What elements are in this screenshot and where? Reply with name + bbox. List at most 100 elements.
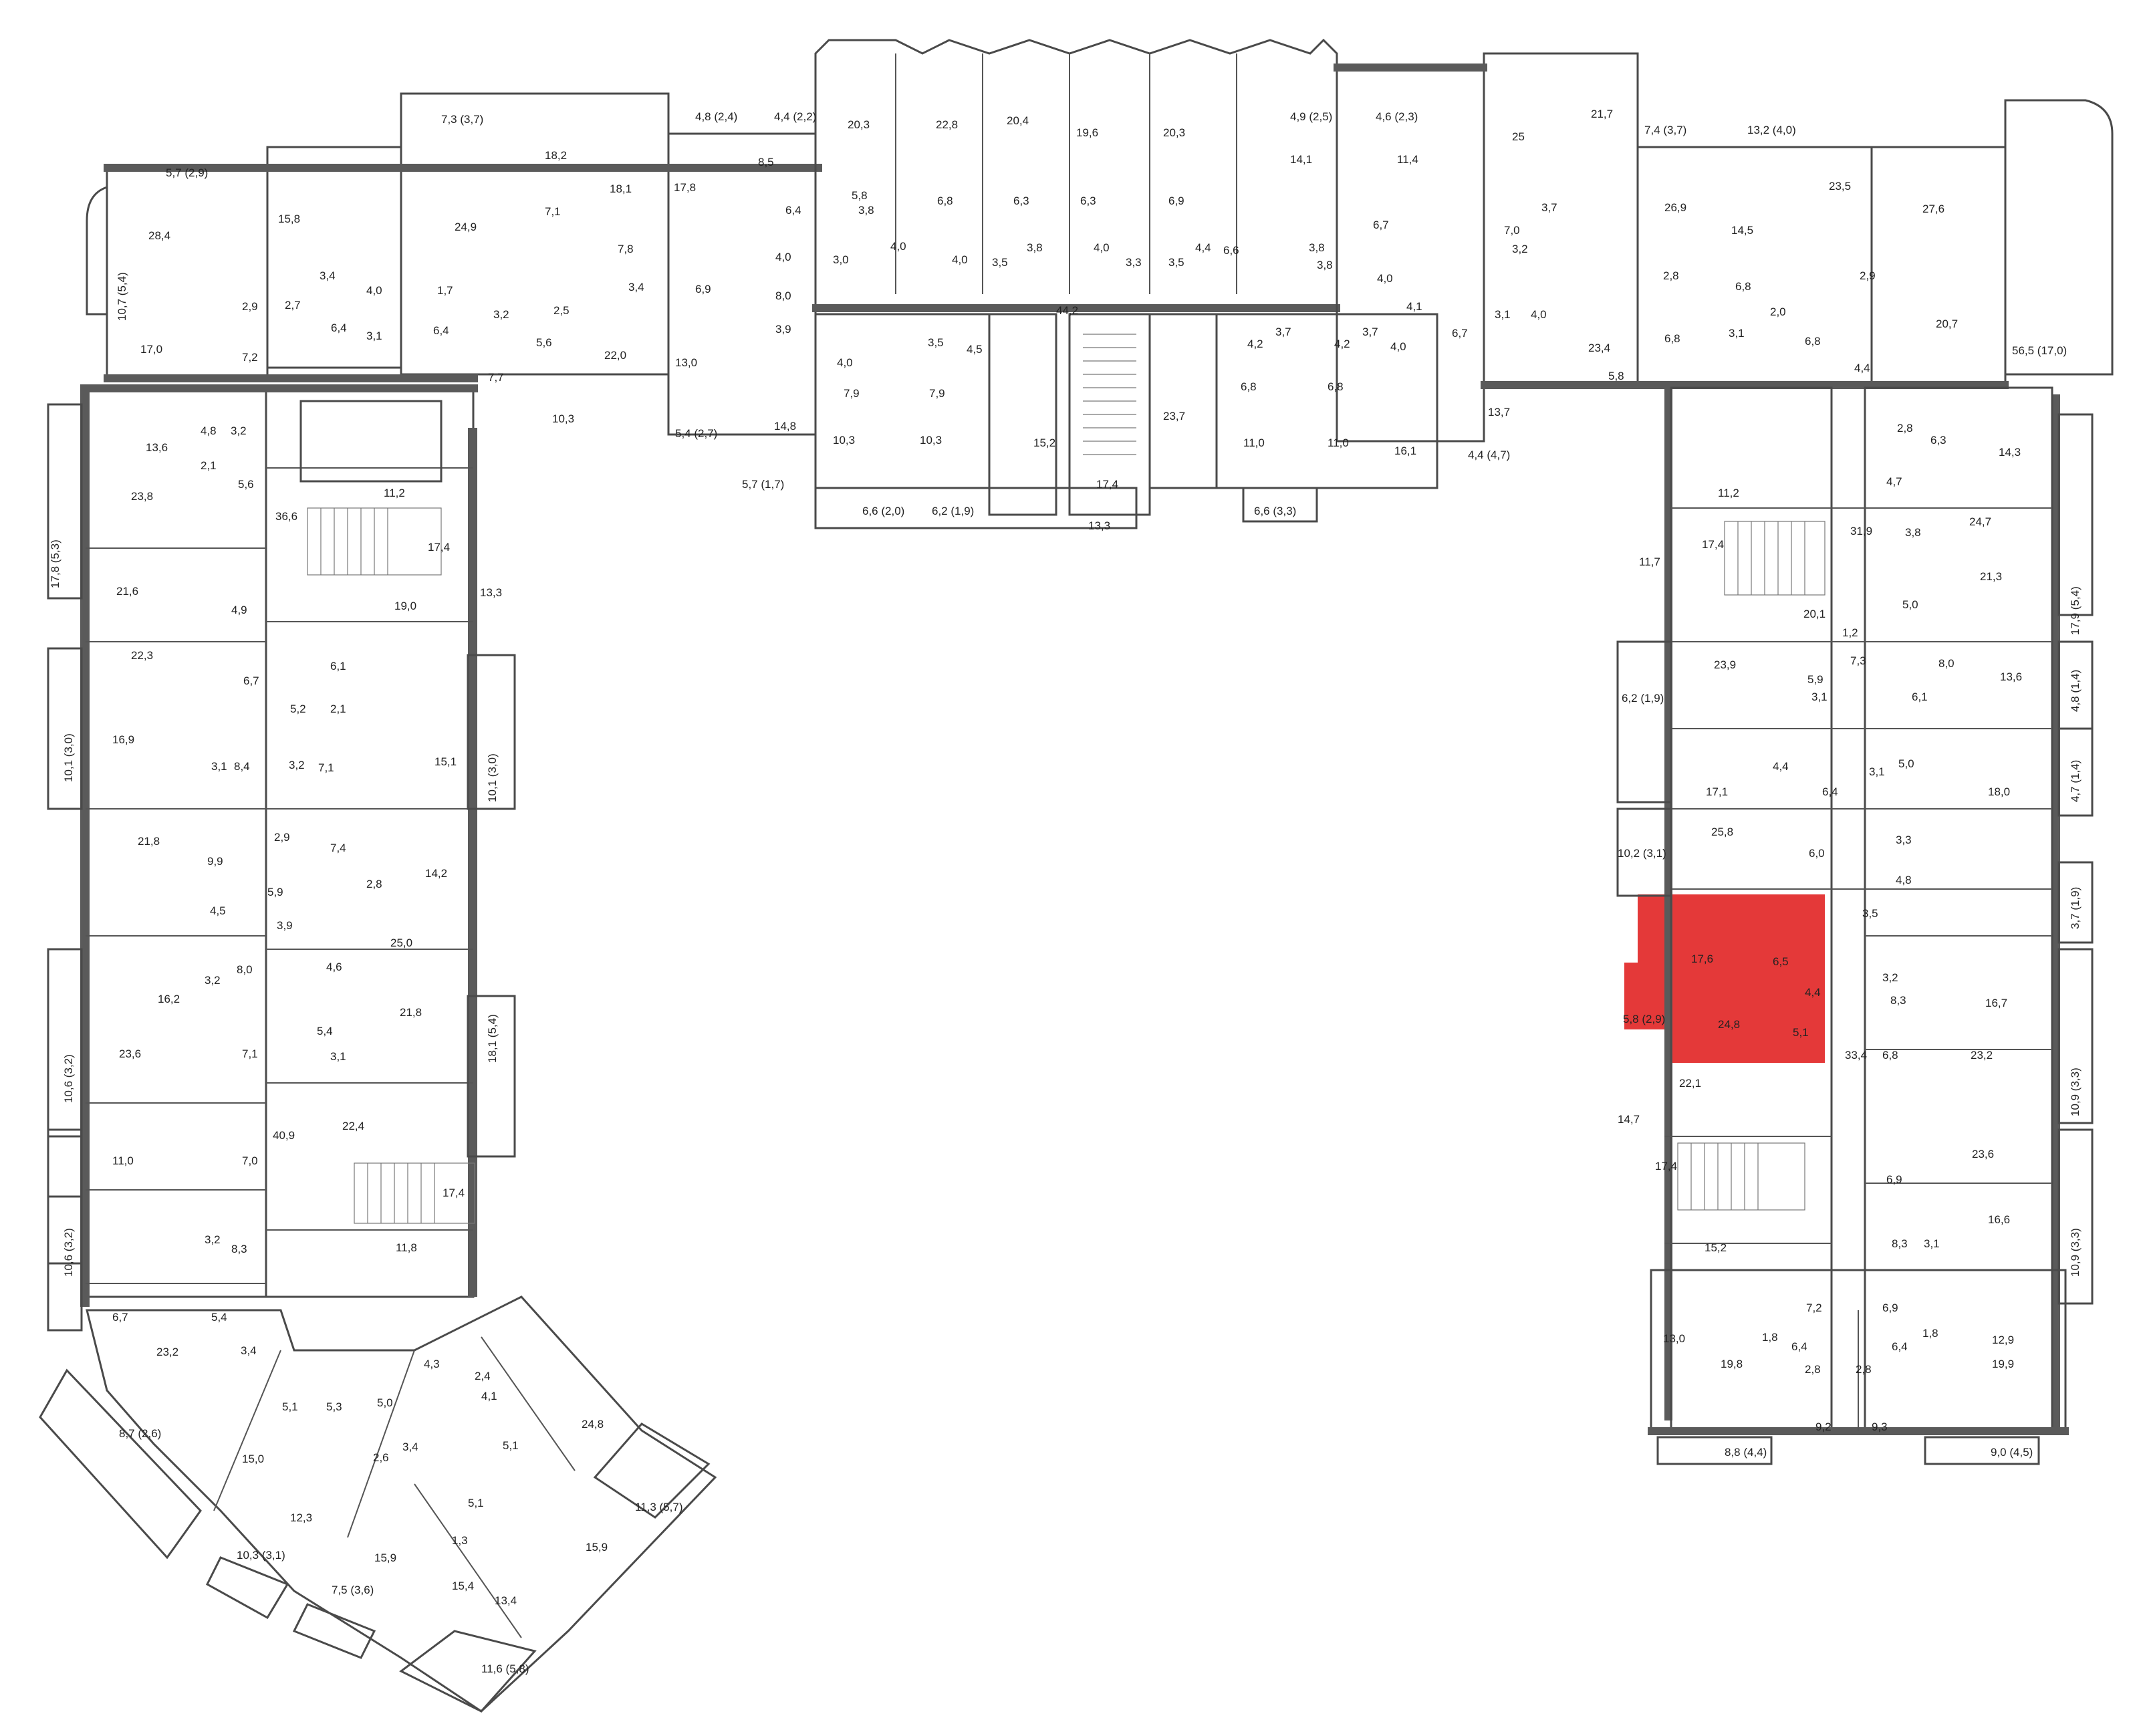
- area-label: 7,4: [330, 842, 346, 854]
- area-label: 4,8: [1896, 874, 1912, 886]
- sw-balcony: [292, 1603, 376, 1659]
- area-label: 12,9: [1992, 1334, 2014, 1346]
- area-label: 6,4: [433, 324, 449, 337]
- area-label: 13,6: [2000, 670, 2022, 683]
- area-label: 3,2: [1882, 971, 1898, 984]
- north-center-block: [812, 38, 1438, 529]
- area-label: 3,2: [205, 974, 221, 987]
- area-label: 4,0: [1531, 308, 1547, 321]
- area-label: 3,7 (1,9): [2069, 887, 2082, 929]
- area-label: 18,2: [545, 149, 567, 162]
- area-label: 14,5: [1731, 224, 1753, 237]
- area-label: 8,5: [758, 156, 774, 168]
- nc-hall: [1148, 313, 1218, 489]
- area-label: 6,8: [1664, 332, 1680, 345]
- area-label: 3,1: [1811, 691, 1828, 703]
- area-label: 14,7: [1618, 1113, 1640, 1126]
- area-label: 10,7 (5,4): [116, 272, 128, 321]
- area-label: 2,9: [1860, 269, 1876, 282]
- area-label: 4,2: [1247, 338, 1263, 350]
- area-label: 11,3 (5,7): [635, 1501, 683, 1513]
- area-label: 7,4 (3,7): [1644, 124, 1686, 136]
- area-label: 6,9: [1882, 1301, 1898, 1314]
- area-label: 11,0: [1328, 437, 1349, 449]
- area-label: 8,0: [1938, 657, 1955, 670]
- area-label: 14,1: [1290, 153, 1312, 166]
- area-label: 4,4: [1773, 760, 1789, 773]
- area-label: 6,7: [243, 674, 259, 687]
- area-label: 6,4: [1791, 1340, 1807, 1353]
- area-label: 10,6 (3,2): [62, 1054, 75, 1103]
- area-label: 6,7: [1373, 219, 1389, 231]
- area-label: 10,3: [552, 412, 574, 425]
- area-label: 6,8: [937, 195, 953, 207]
- area-label: 19,9: [1992, 1358, 2014, 1370]
- area-label: 5,6: [536, 336, 552, 349]
- area-label: 10,3 (3,1): [237, 1549, 285, 1562]
- balcony: [2057, 861, 2094, 944]
- area-label: 2,1: [330, 703, 346, 715]
- balcony: [467, 995, 516, 1158]
- ne-apartment: [1336, 66, 1485, 443]
- area-label: 4,0: [1094, 241, 1110, 254]
- partition: [414, 1483, 522, 1638]
- area-label: 17,0: [140, 343, 162, 356]
- nw-apartment: [667, 132, 817, 436]
- area-label: 6,1: [1912, 691, 1928, 703]
- area-label: 16,7: [1985, 997, 2007, 1009]
- area-label: 11,6 (5,8): [481, 1662, 529, 1675]
- highlighted-apartment-fill[interactable]: [1624, 894, 1825, 1063]
- area-label: 4,6: [326, 961, 342, 973]
- area-label: 3,8: [1317, 259, 1333, 271]
- area-label: 17,4: [443, 1187, 465, 1199]
- area-label: 25: [1512, 130, 1525, 143]
- area-label: 3,8: [1309, 241, 1325, 254]
- area-label: 19,0: [394, 600, 416, 612]
- area-label: 3,1: [211, 760, 227, 773]
- area-label: 16,6: [1988, 1213, 2010, 1226]
- area-label: 4,0: [890, 240, 906, 253]
- area-label: 3,3: [1896, 834, 1912, 846]
- area-label: 23,2: [1971, 1049, 1993, 1062]
- area-label: 3,4: [628, 281, 644, 293]
- balcony: [47, 1195, 83, 1332]
- highlighted-apartment[interactable]: [1624, 894, 1825, 1063]
- balcony: [1616, 808, 1672, 897]
- area-label: 10,1 (3,0): [486, 753, 499, 802]
- area-label: 11,2: [1718, 487, 1739, 499]
- west-stair: [307, 507, 475, 1224]
- area-label: 3,5: [1862, 907, 1878, 920]
- area-label: 4,0: [1377, 272, 1393, 285]
- area-label: 17,4: [1655, 1160, 1677, 1172]
- room-labels: 5,7 (2,9) 28,4 15,8 10,7 (5,4) 2,9 2,7 6…: [49, 108, 2082, 1675]
- area-label: 3,5: [992, 256, 1008, 269]
- area-label: 3,2: [493, 308, 509, 321]
- area-label: 44,2: [1056, 304, 1078, 317]
- east-apartments: [1864, 386, 2053, 1432]
- area-label: 13,6: [146, 441, 168, 454]
- area-label: 56,5 (17,0): [2012, 344, 2067, 357]
- area-label: 5,9: [267, 886, 283, 898]
- area-label: 3,7: [1362, 326, 1378, 338]
- area-label: 1,7: [437, 284, 453, 297]
- area-label: 7,7: [488, 371, 504, 384]
- area-label: 4,0: [366, 284, 382, 297]
- area-label: 15,9: [374, 1552, 396, 1564]
- partition: [347, 1350, 415, 1538]
- area-label: 36,6: [275, 510, 297, 523]
- area-label: 18,0: [1988, 785, 2010, 798]
- north-west-block: [86, 92, 822, 483]
- area-label: 9,2: [1815, 1420, 1832, 1433]
- area-label: 17,4: [1096, 478, 1118, 491]
- balcony: [2057, 727, 2094, 817]
- area-label: 7,1: [318, 761, 334, 774]
- area-label: 40,9: [273, 1129, 295, 1142]
- area-label: 19,6: [1076, 126, 1098, 139]
- area-label: 5,1: [468, 1497, 484, 1509]
- area-label: 4,1: [481, 1390, 497, 1402]
- area-label: 6,4: [331, 322, 347, 334]
- area-label: 11,0: [1243, 437, 1265, 449]
- area-label: 26,9: [1664, 201, 1686, 214]
- area-label: 17,4: [1702, 538, 1724, 551]
- sw-balcony: [593, 1422, 711, 1519]
